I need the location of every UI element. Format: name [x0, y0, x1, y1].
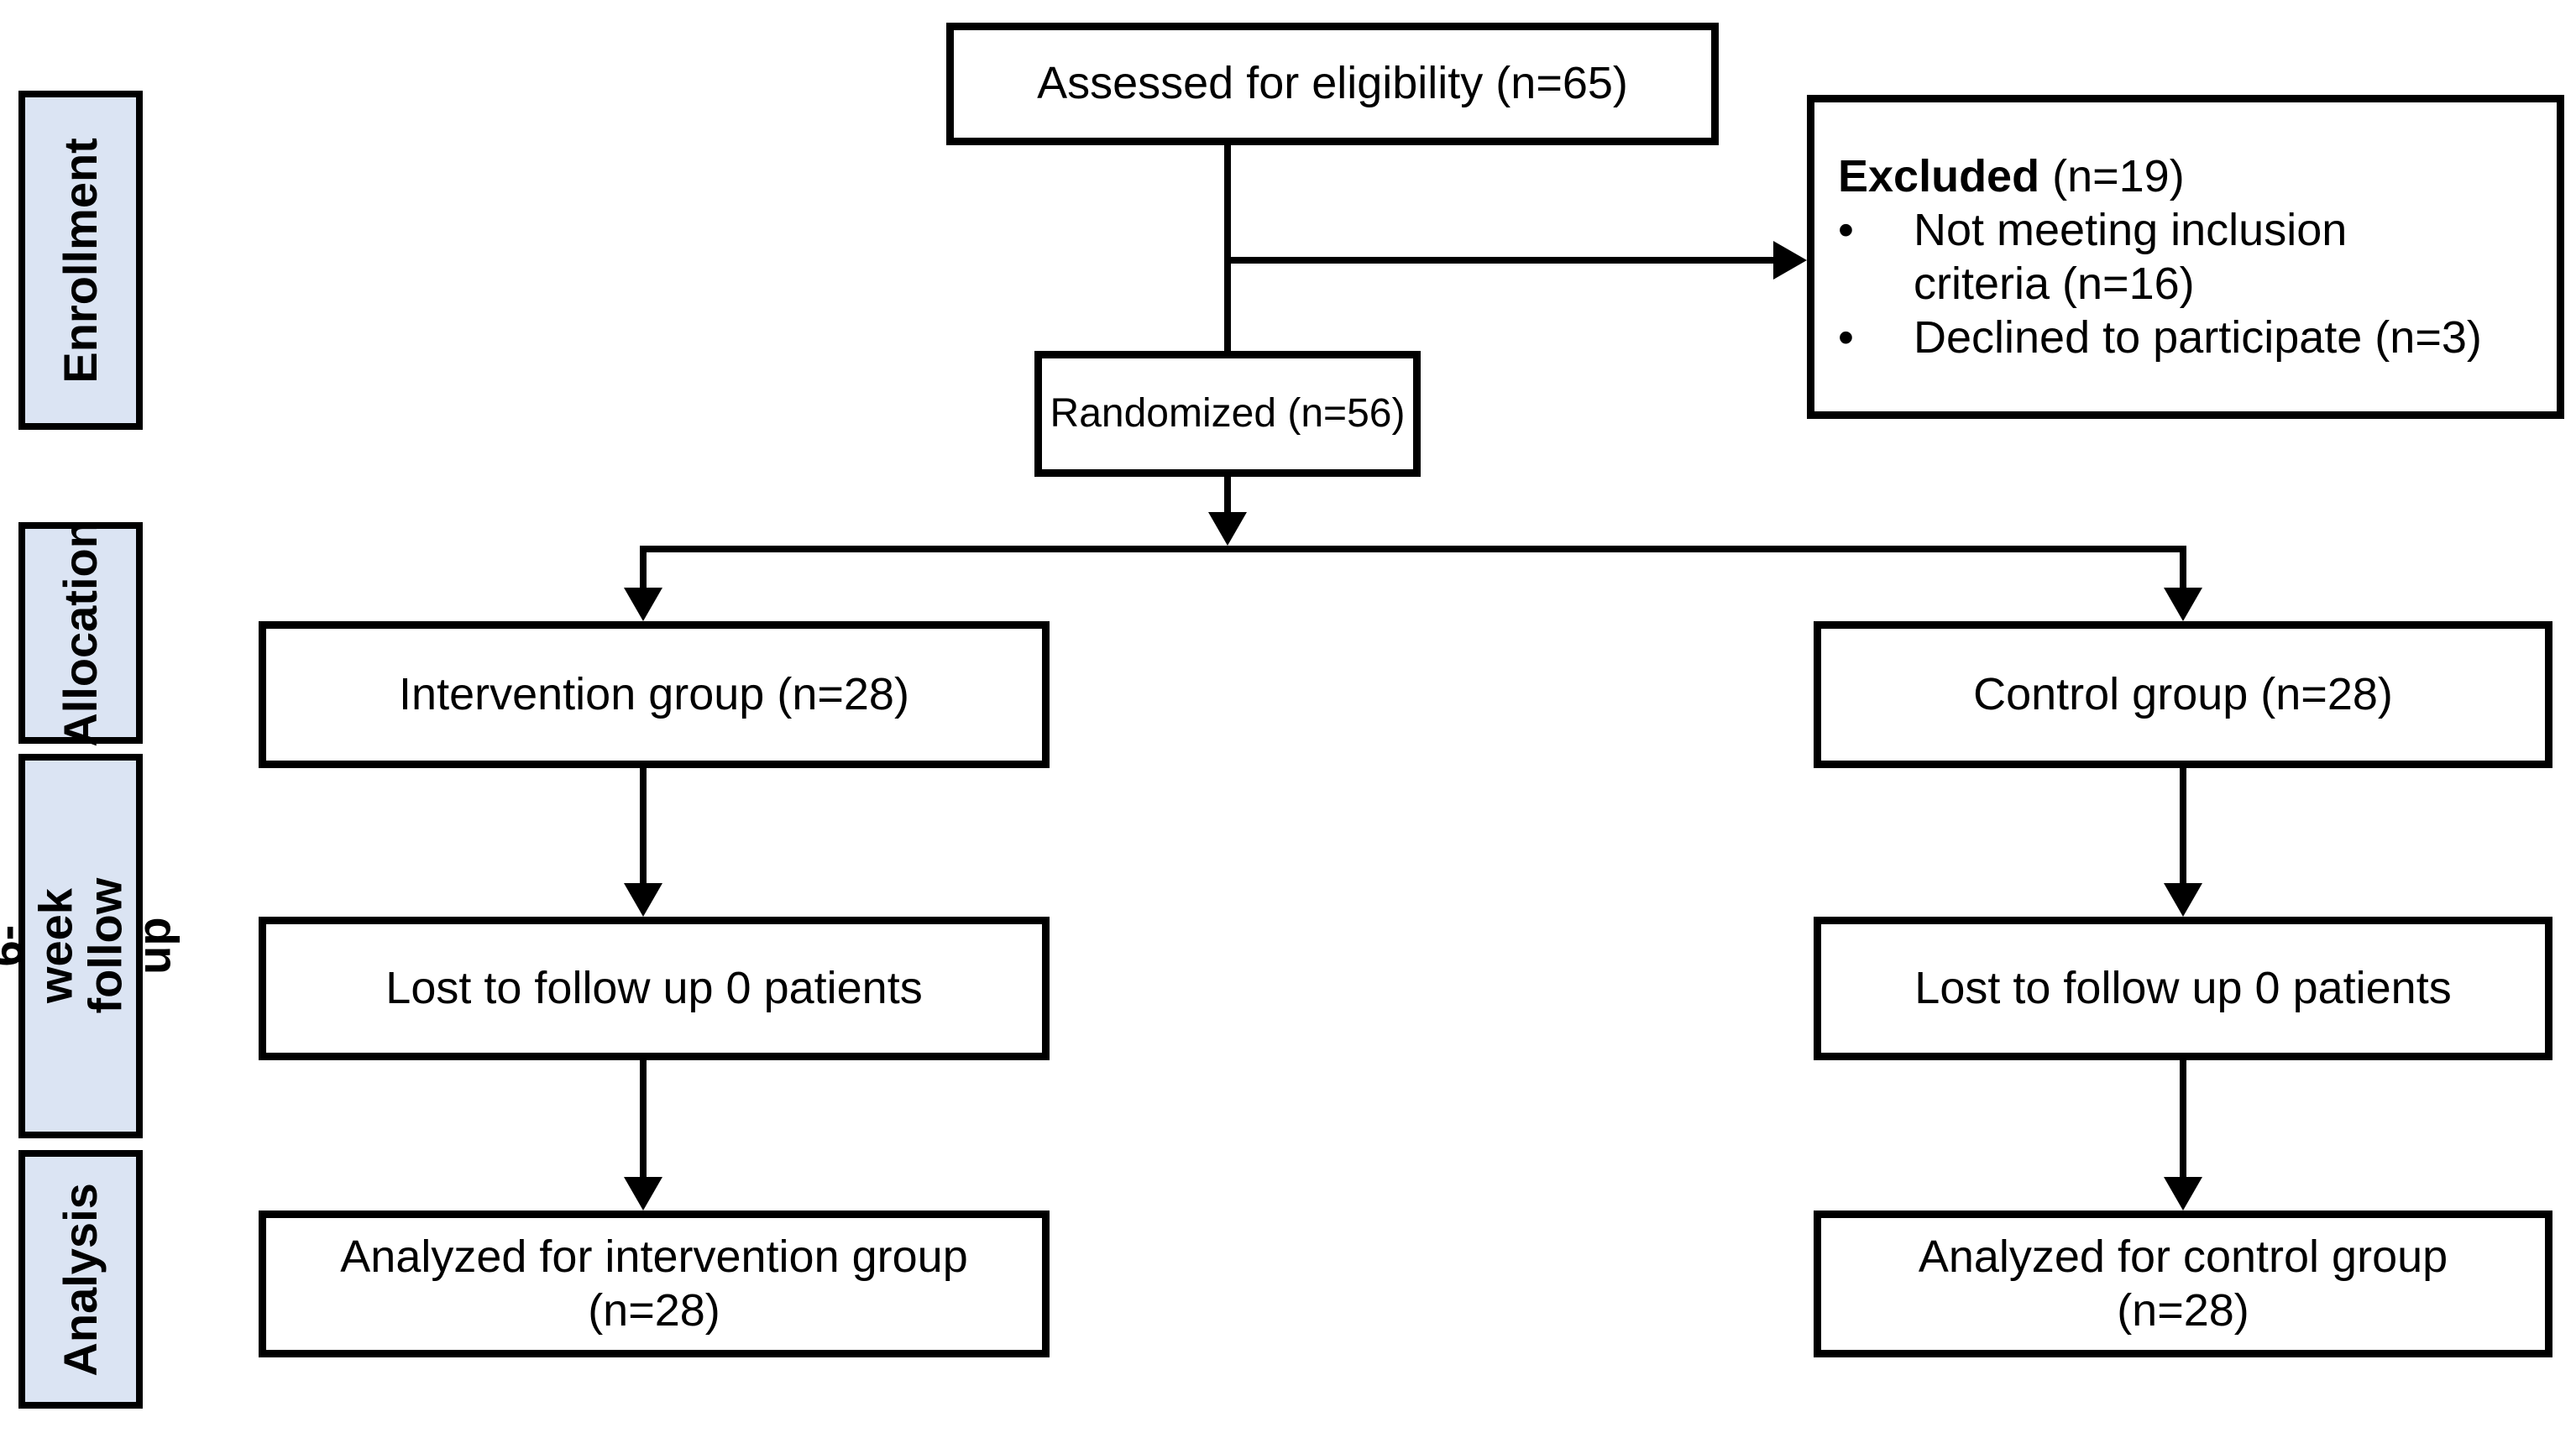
box-analyzed-control: Analyzed for control group (n=28)	[1814, 1211, 2552, 1357]
excluded-bullet-1: • Not meeting inclusion criteria (n=16)	[1838, 203, 2347, 311]
box-lost-followup-intervention: Lost to follow up 0 patients	[259, 917, 1050, 1060]
box-randomized: Randomized (n=56)	[1034, 351, 1421, 477]
stage-enrollment: Enrollment	[18, 91, 143, 430]
lost-followup-intervention-text: Lost to follow up 0 patients	[385, 962, 923, 1013]
excluded-title: Excluded (n=19)	[1838, 149, 2185, 203]
stage-analysis: Analysis	[18, 1150, 143, 1409]
intervention-group-text: Intervention group (n=28)	[399, 668, 909, 719]
box-excluded: Excluded (n=19) • Not meeting inclusion …	[1807, 95, 2564, 419]
stage-allocation: Allocation	[18, 519, 143, 747]
line-lost-to-analyzed-intervention	[640, 1060, 647, 1179]
arrowhead-into-lost-intervention	[624, 883, 662, 917]
excluded-title-count: (n=19)	[2039, 151, 2185, 201]
box-control-group: Control group (n=28)	[1814, 621, 2552, 768]
bullet-icon: •	[1838, 312, 1854, 363]
arrowhead-into-analyzed-control	[2164, 1177, 2202, 1211]
stage-enrollment-label: Enrollment	[53, 137, 107, 384]
control-group-text: Control group (n=28)	[1973, 668, 2393, 719]
line-control-to-lost	[2180, 768, 2186, 885]
excluded-title-bold: Excluded	[1838, 151, 2040, 201]
randomized-text: Randomized (n=56)	[1050, 390, 1406, 436]
excluded-bullet-1-text: Not meeting inclusion criteria (n=16)	[1914, 205, 2348, 309]
stage-allocation-label: Allocation	[53, 519, 107, 747]
analyzed-intervention-line1: Analyzed for intervention group	[340, 1231, 968, 1282]
analyzed-control-line1: Analyzed for control group	[1918, 1231, 2448, 1282]
arrowhead-into-split	[1208, 512, 1247, 546]
line-split-bar	[640, 546, 2186, 552]
line-intervention-to-lost	[640, 768, 647, 885]
lost-followup-control-text: Lost to follow up 0 patients	[1914, 962, 2452, 1013]
line-split-to-control	[2180, 546, 2186, 591]
stage-analysis-label: Analysis	[53, 1182, 107, 1377]
stage-followup-label: 6-week follow up	[0, 878, 181, 1014]
line-split-to-intervention	[640, 546, 647, 591]
arrowhead-into-lost-control	[2164, 883, 2202, 917]
analyzed-intervention-line2: (n=28)	[588, 1284, 720, 1336]
box-assessed-eligibility: Assessed for eligibility (n=65)	[946, 23, 1719, 145]
arrowhead-into-excluded	[1773, 241, 1807, 280]
bullet-icon: •	[1838, 205, 1854, 255]
box-intervention-group: Intervention group (n=28)	[259, 621, 1050, 768]
box-analyzed-intervention: Analyzed for intervention group (n=28)	[259, 1211, 1050, 1357]
excluded-bullet-2-text: Declined to participate (n=3)	[1914, 312, 2482, 363]
arrowhead-into-control	[2164, 588, 2202, 621]
stage-followup: 6-week follow up	[0, 754, 181, 1138]
arrowhead-into-analyzed-intervention	[624, 1177, 662, 1211]
analyzed-control-line2: (n=28)	[2117, 1284, 2249, 1336]
line-randomized-to-split	[1224, 477, 1231, 519]
excluded-bullet-2: • Declined to participate (n=3)	[1838, 311, 2482, 364]
line-to-excluded	[1228, 257, 1777, 264]
assessed-eligibility-text: Assessed for eligibility (n=65)	[1037, 58, 1628, 109]
line-lost-to-analyzed-control	[2180, 1060, 2186, 1179]
arrowhead-into-intervention	[624, 588, 662, 621]
line-assessed-to-randomized	[1224, 145, 1231, 351]
box-lost-followup-control: Lost to follow up 0 patients	[1814, 917, 2552, 1060]
